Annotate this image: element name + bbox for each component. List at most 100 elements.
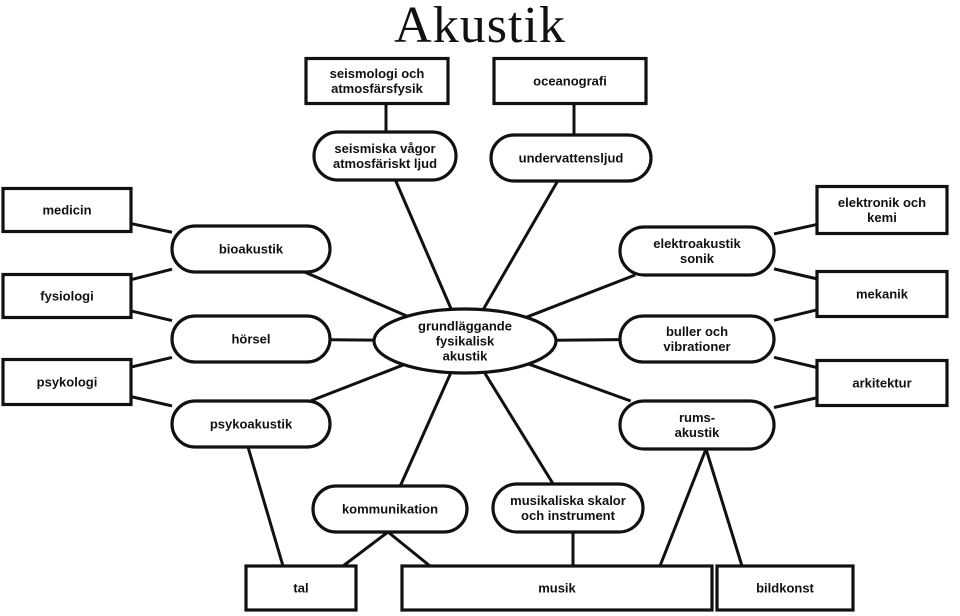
- node-bildkonst-shape: [715, 564, 855, 612]
- node-seismiska-shape: [312, 130, 458, 182]
- diagram-title: Akustik: [394, 0, 566, 54]
- node-bildkonst: bildkonst: [715, 564, 855, 612]
- edge-rumsakustik-bildkonst: [704, 448, 744, 567]
- node-rumsakustik-label: rums-: [679, 410, 715, 425]
- node-tal-shape: [244, 564, 358, 612]
- node-arkitektur-shape: [815, 358, 949, 408]
- node-tal-label: tal: [293, 581, 308, 596]
- node-psykologi: psykologi: [1, 357, 133, 407]
- edge-psykoakustik-center: [309, 363, 405, 403]
- node-mekanik-label: mekanik: [856, 287, 909, 302]
- node-oceanografi-label: oceanografi: [533, 74, 607, 89]
- nodes-layer: grundläggandefysikaliskakustikseismologi…: [1, 56, 949, 612]
- edge-mekanik-buller: [773, 308, 818, 322]
- edge-kommunikation-tal: [342, 530, 389, 568]
- node-center-shape: [372, 307, 558, 375]
- edge-musikaliska-center: [483, 371, 555, 485]
- node-kommunikation-label: kommunikation: [342, 502, 438, 517]
- node-bioakustik-label: bioakustik: [219, 242, 284, 257]
- node-musikaliska-label: och instrument: [521, 508, 616, 523]
- node-bioakustik-shape: [170, 224, 332, 274]
- edge-kommunikation-center: [398, 372, 453, 487]
- node-rumsakustik: rums-akustik: [618, 399, 776, 451]
- node-bioakustik: bioakustik: [170, 224, 332, 274]
- node-musik-shape: [400, 564, 714, 612]
- node-elektronik-label: elektronik och: [838, 195, 926, 210]
- node-arkitektur-label: arkitektur: [852, 376, 911, 391]
- node-psykologi-label: psykologi: [37, 375, 98, 390]
- node-mekanik-shape: [815, 269, 949, 319]
- node-buller-shape: [618, 314, 776, 364]
- edge-medicin-bioakustik: [130, 222, 173, 234]
- edges-layer: [130, 103, 818, 568]
- edge-psykologi-psykoakustik: [130, 395, 173, 408]
- edge-rumsakustik-musik: [658, 448, 708, 567]
- node-psykologi-shape: [1, 357, 133, 407]
- edge-arkitektur-rumsakustik: [773, 396, 818, 409]
- node-musikaliska-shape: [491, 482, 645, 534]
- edge-arkitektur-buller: [773, 355, 818, 369]
- node-center-label: fysikalisk: [436, 334, 495, 349]
- node-mekanik: mekanik: [815, 269, 949, 319]
- node-horsel: hörsel: [170, 314, 332, 364]
- node-psykoakustik-shape: [170, 399, 332, 449]
- node-fysiologi: fysiologi: [1, 272, 133, 320]
- edge-psykoakustik-tal: [246, 446, 285, 567]
- node-kommunikation-shape: [311, 484, 469, 534]
- edge-elektroakustik-center: [525, 273, 636, 319]
- node-arkitektur: arkitektur: [815, 358, 949, 408]
- edge-buller-center: [555, 338, 621, 342]
- edge-seismiska-center: [394, 179, 453, 310]
- node-seismologi-label: seismologi och: [330, 66, 425, 81]
- node-seismiska-label: atmosfäriskt ljud: [333, 156, 437, 171]
- node-musikaliska-label: musikaliska skalor: [510, 493, 626, 508]
- node-undervatten: undervattensljud: [489, 133, 653, 183]
- node-center-label: akustik: [443, 349, 489, 364]
- node-oceanografi-shape: [492, 56, 648, 106]
- edge-fysiologi-bioakustik: [130, 267, 173, 282]
- node-psykoakustik: psykoakustik: [170, 399, 332, 449]
- node-horsel-shape: [170, 314, 332, 364]
- node-elektronik-shape: [815, 184, 949, 236]
- node-oceanografi: oceanografi: [492, 56, 648, 106]
- node-seismologi-label: atmosfärsfysik: [331, 81, 424, 96]
- node-musik-label: musik: [538, 581, 576, 596]
- node-undervatten-label: undervattensljud: [519, 151, 624, 166]
- node-rumsakustik-label: akustik: [675, 425, 721, 440]
- node-fysiologi-shape: [1, 272, 133, 320]
- node-medicin-label: medicin: [42, 203, 91, 218]
- node-medicin: medicin: [1, 186, 133, 234]
- node-undervatten-shape: [489, 133, 653, 183]
- node-buller-label: buller och: [666, 324, 728, 339]
- node-seismologi-shape: [304, 56, 450, 106]
- node-fysiologi-label: fysiologi: [40, 289, 93, 304]
- node-seismiska-label: seismiska vågor: [334, 141, 435, 156]
- edge-mekanik-elektroakustik: [773, 267, 818, 281]
- edge-kommunikation-musik: [387, 530, 431, 568]
- node-center-label: grundläggande: [418, 319, 512, 334]
- node-rumsakustik-shape: [618, 399, 776, 451]
- node-elektroakustik-shape: [618, 225, 776, 277]
- node-medicin-shape: [1, 186, 133, 234]
- edge-fysiologi-horsel: [130, 309, 173, 322]
- edge-undervatten-center: [481, 180, 559, 311]
- node-musik: musik: [400, 564, 714, 612]
- edge-elektronik-elektroakustik: [773, 222, 818, 236]
- edge-rumsakustik-center: [527, 362, 632, 403]
- node-kommunikation: kommunikation: [311, 484, 469, 534]
- node-buller-label: vibrationer: [663, 339, 730, 354]
- edge-bioakustik-center: [303, 270, 408, 318]
- node-psykoakustik-label: psykoakustik: [210, 417, 293, 432]
- node-elektronik-label: kemi: [867, 210, 897, 225]
- node-tal: tal: [244, 564, 358, 612]
- node-elektroakustik-label: sonik: [680, 251, 715, 266]
- node-horsel-label: hörsel: [231, 332, 270, 347]
